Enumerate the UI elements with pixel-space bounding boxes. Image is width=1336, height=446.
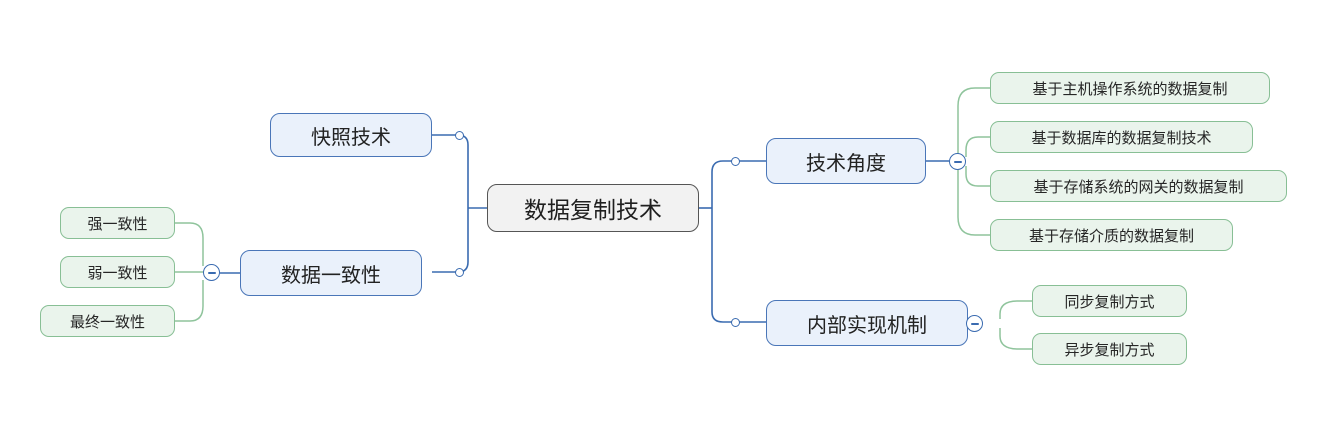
- collapse-toggle-tech-angle[interactable]: [949, 153, 966, 170]
- minus-icon: [953, 160, 962, 163]
- root-node[interactable]: 数据复制技术: [487, 184, 699, 232]
- leaf-node-asynchronous-replication-label: 异步复制方式: [1064, 341, 1155, 359]
- leaf-node-host-os-replication[interactable]: 基于主机操作系统的数据复制: [990, 72, 1270, 104]
- edge-tech-child-0: [957, 87, 990, 155]
- edge-tech-child-1: [965, 136, 990, 157]
- collapse-toggle-consistency[interactable]: [203, 264, 220, 281]
- branch-node-tech-angle[interactable]: 技术角度: [766, 138, 926, 184]
- leaf-node-storage-gateway-replication-label: 基于存储系统的网关的数据复制: [1033, 178, 1244, 196]
- edge-tech-child-3: [957, 168, 990, 236]
- connector-dot-internal-mechanism[interactable]: [731, 318, 740, 327]
- branch-node-snapshot[interactable]: 快照技术: [270, 113, 432, 157]
- branch-node-internal-mechanism-label: 内部实现机制: [807, 314, 927, 337]
- branch-node-consistency[interactable]: 数据一致性: [240, 250, 422, 296]
- leaf-node-storage-gateway-replication[interactable]: 基于存储系统的网关的数据复制: [990, 170, 1287, 202]
- leaf-node-weak-consistency[interactable]: 弱一致性: [60, 256, 175, 288]
- edge-root-to-internal: [711, 208, 766, 323]
- leaf-node-storage-media-replication[interactable]: 基于存储介质的数据复制: [990, 219, 1233, 251]
- leaf-node-database-replication[interactable]: 基于数据库的数据复制技术: [990, 121, 1253, 153]
- branch-node-snapshot-label: 快照技术: [311, 126, 391, 149]
- leaf-node-strong-consistency[interactable]: 强一致性: [60, 207, 175, 239]
- branch-node-tech-angle-label: 技术角度: [806, 152, 886, 175]
- edge-root-to-consistency: [432, 208, 469, 273]
- leaf-node-eventual-consistency[interactable]: 最终一致性: [40, 305, 175, 337]
- leaf-node-asynchronous-replication[interactable]: 异步复制方式: [1032, 333, 1187, 365]
- branch-node-internal-mechanism[interactable]: 内部实现机制: [766, 300, 968, 346]
- leaf-node-synchronous-replication[interactable]: 同步复制方式: [1032, 285, 1187, 317]
- leaf-node-synchronous-replication-label: 同步复制方式: [1064, 293, 1155, 311]
- edge-internal-child-1: [999, 328, 1032, 350]
- branch-node-consistency-label: 数据一致性: [281, 264, 381, 287]
- collapse-toggle-internal-mechanism[interactable]: [966, 315, 983, 332]
- edge-tech-child-2: [965, 166, 990, 187]
- root-node-label: 数据复制技术: [524, 197, 662, 223]
- minus-icon: [970, 322, 979, 325]
- edge-root-to-snapshot: [432, 134, 469, 208]
- leaf-node-storage-media-replication-label: 基于存储介质的数据复制: [1028, 227, 1194, 245]
- leaf-node-eventual-consistency-label: 最终一致性: [69, 313, 145, 331]
- edge-consistency-child-0: [175, 222, 204, 266]
- connector-dot-tech-angle[interactable]: [731, 157, 740, 166]
- connector-dot-snapshot[interactable]: [455, 131, 464, 140]
- leaf-node-weak-consistency-label: 弱一致性: [87, 264, 148, 282]
- leaf-node-database-replication-label: 基于数据库的数据复制技术: [1031, 129, 1212, 147]
- minus-icon: [207, 271, 216, 274]
- connector-dot-consistency[interactable]: [455, 268, 464, 277]
- edge-consistency-child-2: [175, 280, 204, 322]
- leaf-node-host-os-replication-label: 基于主机操作系统的数据复制: [1032, 80, 1228, 98]
- edge-internal-child-0: [999, 300, 1032, 319]
- leaf-node-strong-consistency-label: 强一致性: [87, 215, 148, 233]
- edge-root-to-tech-angle: [711, 160, 766, 208]
